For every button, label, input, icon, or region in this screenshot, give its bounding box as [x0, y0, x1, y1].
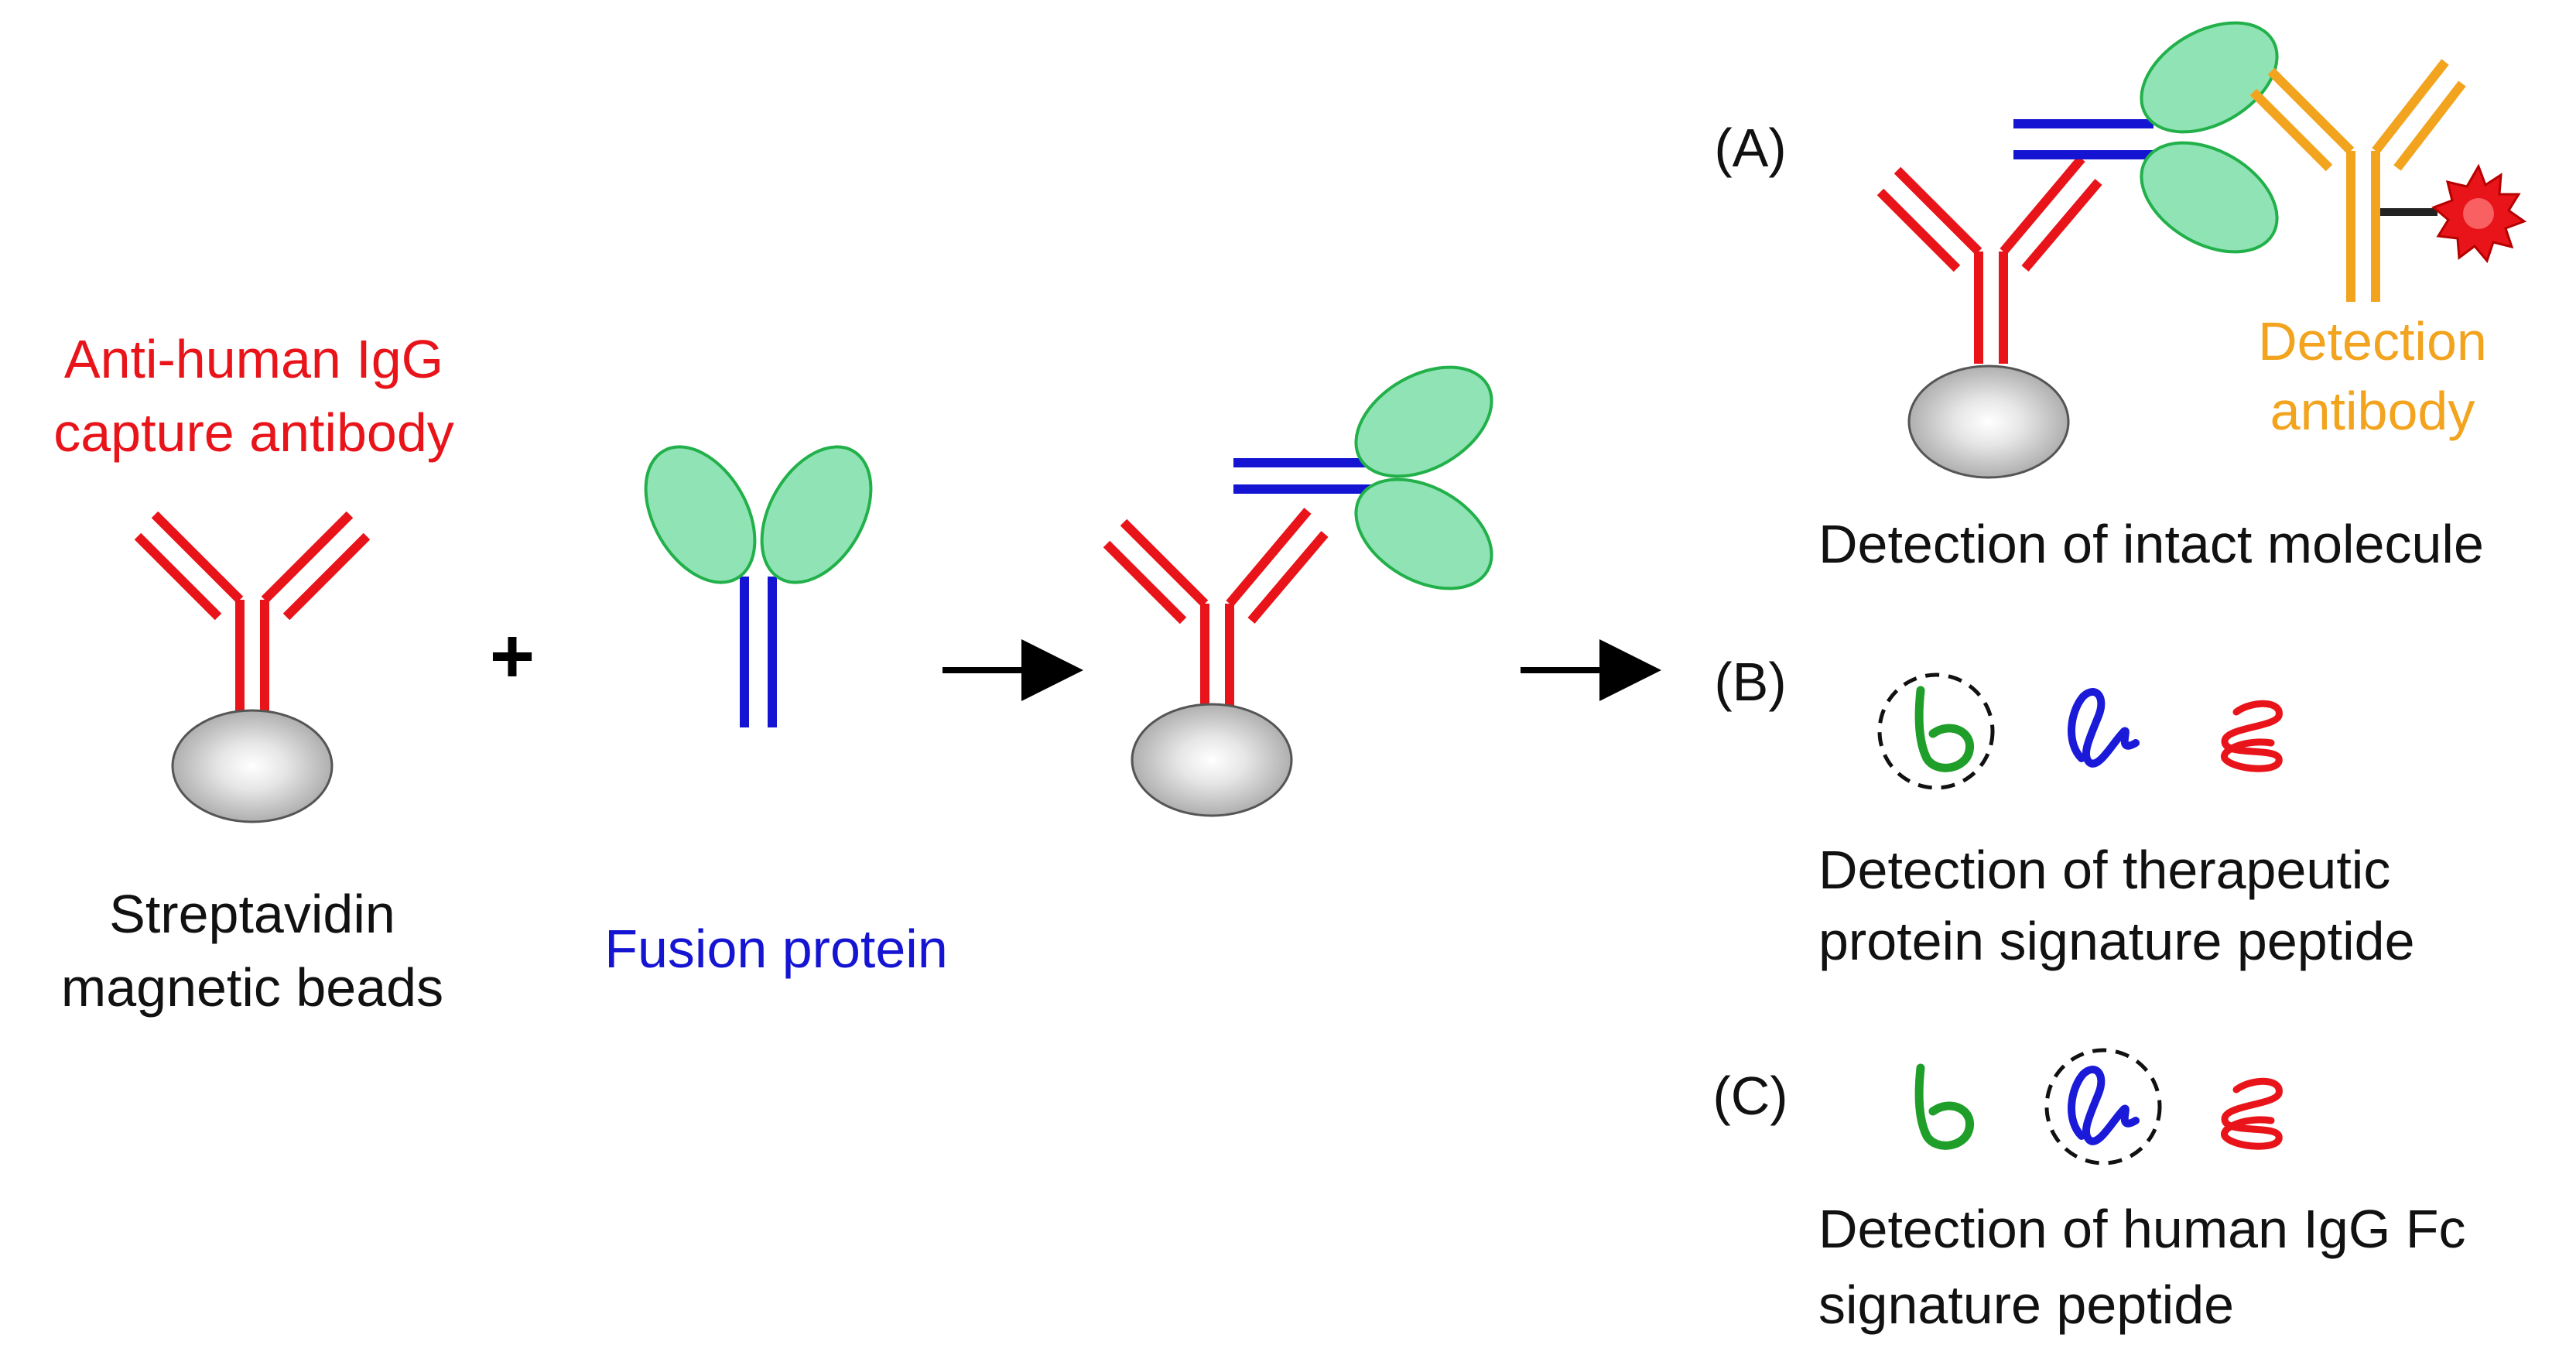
- bead-icon: [171, 709, 334, 823]
- complex-bead-icon: [1131, 703, 1293, 817]
- panel-a-caption-line1: Detection of intact molecule: [1818, 514, 2484, 574]
- detection-antibody-label-line1: Detection: [2258, 311, 2487, 371]
- panel-c-tag: (C): [1712, 1066, 1787, 1126]
- panel-b-highlight-circle: [1877, 673, 1995, 790]
- beads-label-line1: Streptavidin: [109, 884, 395, 944]
- detection-antibody-icon: [2249, 59, 2466, 302]
- panel-b-caption-line2: protein signature peptide: [1818, 911, 2415, 971]
- peptide-red-icon-c: [2221, 1077, 2283, 1150]
- capture-antibody-label-line2: capture antibody: [53, 402, 454, 463]
- peptide-blue-icon-c: [2068, 1066, 2140, 1145]
- peptide-green-icon-c: [1914, 1063, 1974, 1150]
- peptide-green-icon: [1914, 686, 1974, 772]
- complex-capture-antibody-icon: [1103, 508, 1329, 708]
- capture-antibody-icon: [134, 511, 371, 720]
- panel-b-caption-line1: Detection of therapeutic: [1818, 840, 2390, 900]
- fusion-protein-label: Fusion protein: [604, 919, 948, 979]
- beads-label-line2: magnetic beads: [61, 957, 443, 1018]
- panel-a-tag: (A): [1714, 118, 1786, 178]
- fusion-protein-group: Fusion protein: [604, 445, 948, 979]
- peptide-blue-icon: [2068, 688, 2140, 768]
- panel-b: (B) Detection of therapeutic protein sig…: [1714, 652, 2414, 971]
- panel-a-capture-antibody-icon: [1876, 156, 2102, 364]
- panel-b-tag: (B): [1714, 652, 1786, 712]
- fusion-protein-icon: [644, 445, 873, 727]
- plus-icon: +: [490, 613, 535, 700]
- panel-c: (C) Detection of human IgG Fc signature …: [1712, 1048, 2466, 1335]
- complex-fusion-protein-icon: [1233, 365, 1493, 590]
- panel-a-fusion-protein-icon: [2013, 21, 2279, 254]
- capture-complex-group: [1103, 365, 1493, 817]
- detection-antibody-label-line2: antibody: [2270, 381, 2475, 441]
- capture-antibody-group: Anti-human IgG capture antibody Streptav…: [53, 329, 454, 1018]
- panel-c-highlight-circle: [2044, 1048, 2162, 1165]
- panel-c-caption-line1: Detection of human IgG Fc: [1818, 1199, 2466, 1259]
- panel-a: (A) Detection antibody: [1714, 21, 2527, 574]
- panel-c-caption-line2: signature peptide: [1818, 1275, 2234, 1335]
- capture-antibody-label-line1: Anti-human IgG: [64, 329, 443, 389]
- peptide-red-icon: [2221, 700, 2283, 772]
- panel-a-bead-icon: [1907, 364, 2070, 479]
